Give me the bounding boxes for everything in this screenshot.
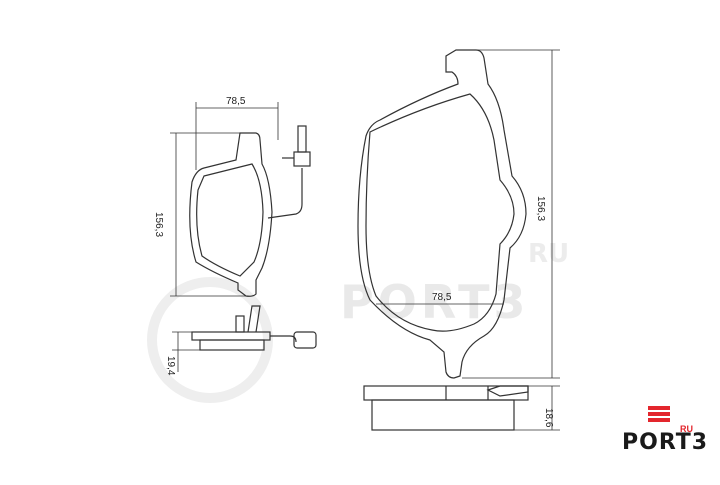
large-pad-side-view — [363, 385, 529, 431]
large-height-label: 156,3 — [535, 196, 546, 221]
sensor-plug — [297, 125, 307, 153]
small-clip-1 — [235, 315, 245, 333]
logo-tld: RU — [680, 424, 693, 434]
piston-ring-2 — [648, 412, 670, 416]
small-friction-side — [199, 339, 265, 351]
piston-ring-3 — [648, 418, 670, 422]
small-thickness-dimension — [172, 331, 200, 372]
sensor-wire — [267, 168, 303, 219]
large-pad-friction-outline — [365, 93, 515, 332]
piston-ring-1 — [648, 406, 670, 410]
watermark: RU PORT3 — [147, 239, 569, 403]
watermark-ru: RU — [528, 239, 569, 269]
piston-icon — [648, 406, 670, 422]
small-sensor-wire-side — [270, 335, 297, 343]
large-width-label: 78,5 — [432, 292, 452, 303]
small-sensor-connector-side — [293, 331, 317, 349]
small-pad-front-view — [189, 125, 311, 297]
large-pad-front-view — [357, 49, 527, 379]
small-pad-friction-outline — [196, 163, 264, 277]
large-friction-side — [371, 399, 515, 431]
small-pad-side-view — [191, 305, 317, 351]
large-side-clip — [486, 385, 529, 397]
port3-logo: RU PORT3 — [622, 400, 712, 462]
logo-brand: PORT3 — [622, 430, 709, 455]
large-pad-outline — [357, 49, 527, 379]
small-width-label: 78,5 — [226, 96, 246, 107]
sensor-connector — [293, 151, 311, 167]
small-clip-2 — [247, 305, 261, 333]
small-pad-dimensions — [170, 102, 279, 297]
small-thickness-label: 19,4 — [165, 356, 176, 376]
large-thickness-dimension — [514, 385, 560, 431]
large-thickness-label: 18,6 — [543, 408, 554, 428]
watermark-brand: PORT3 — [340, 275, 530, 329]
small-pad-outline — [189, 132, 273, 297]
small-backplate-side — [191, 331, 271, 341]
small-height-label: 156,3 — [153, 212, 164, 237]
large-pad-dimensions — [376, 49, 560, 379]
